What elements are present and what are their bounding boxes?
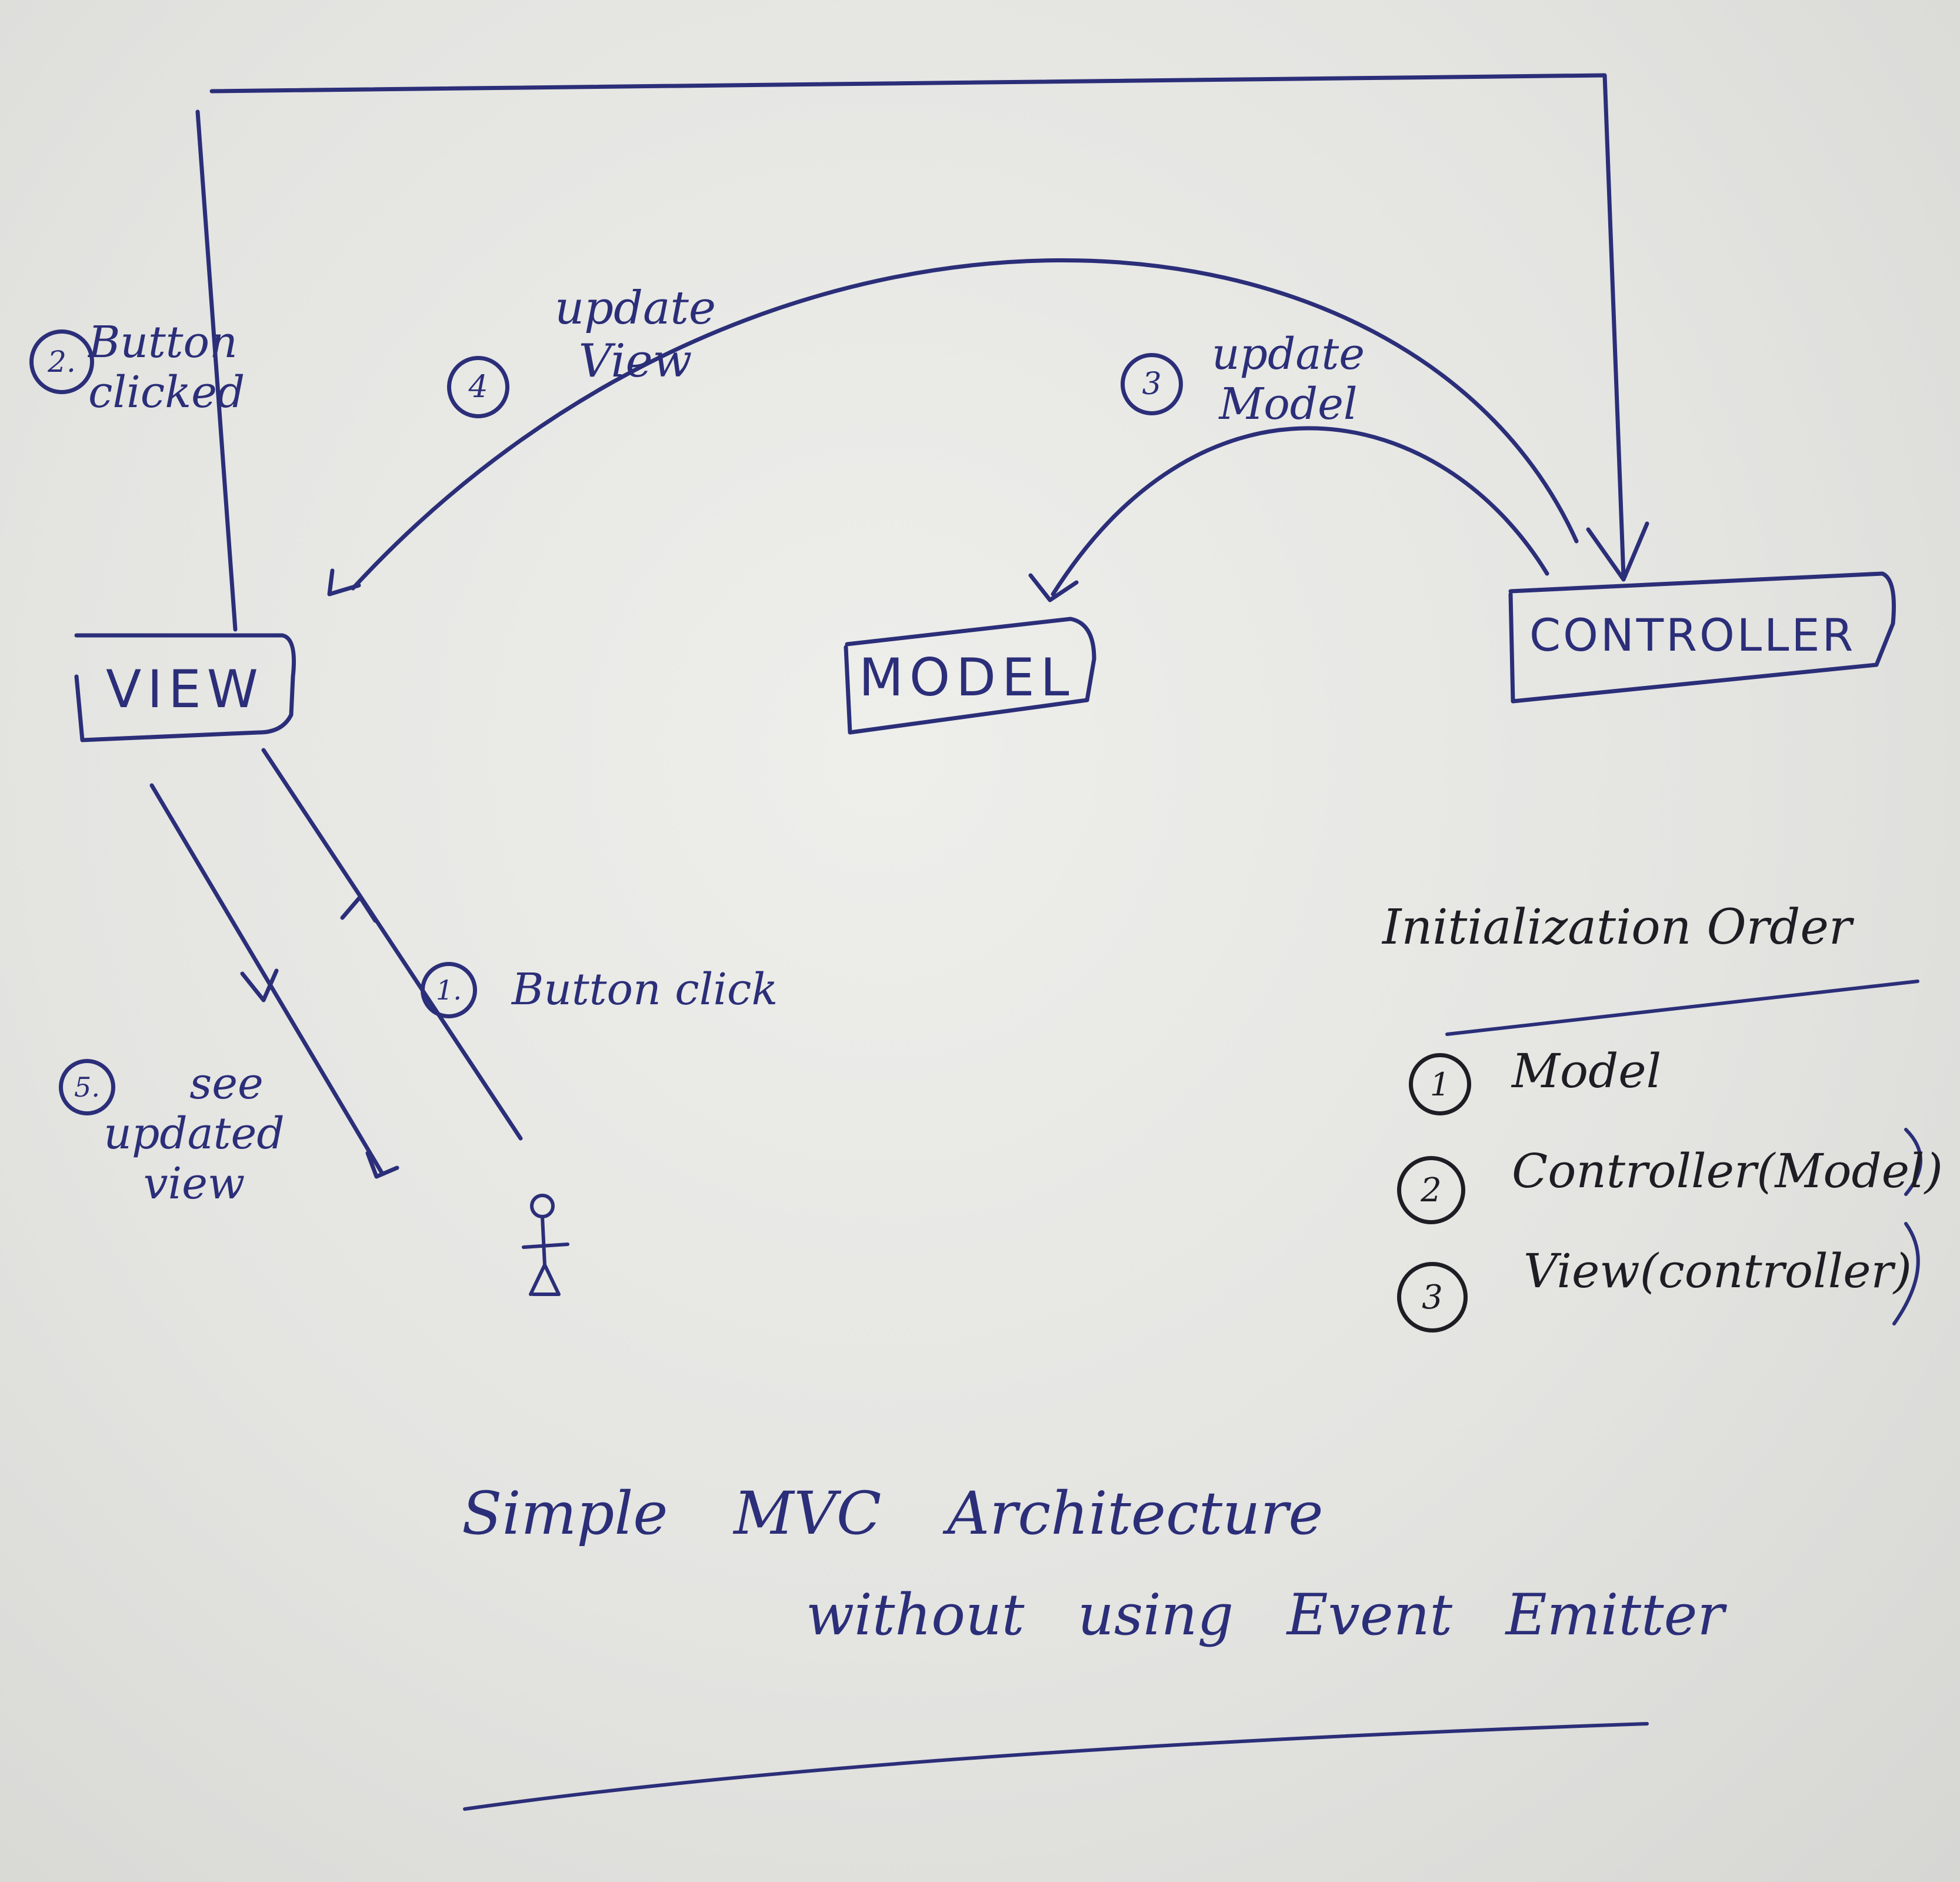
arrow-view-to-controller	[195, 73, 1626, 632]
step-5-label: see updated view	[104, 1058, 285, 1210]
init-heading-underline	[1445, 980, 1919, 1036]
init-item-2-badge: 2	[1397, 1156, 1465, 1224]
controller-box-label: CONTROLLER	[1529, 609, 1856, 661]
arrowhead-view-to-user-mid	[240, 968, 279, 1002]
arrowhead-view	[327, 568, 361, 597]
arrowhead-user-to-view	[340, 895, 378, 923]
arrow-update-view	[351, 258, 1579, 591]
step-1-label: Button click	[512, 964, 778, 1015]
step-4-label: update View	[554, 282, 716, 388]
bottom-rule	[463, 1722, 1649, 1811]
step-4-badge: 4	[447, 356, 509, 418]
arrow-user-to-view	[261, 748, 523, 1141]
init-heading: Initialization Order	[1382, 900, 1852, 955]
init-item-3-badge: 3	[1397, 1262, 1468, 1333]
init-bracket-2	[1904, 1128, 1922, 1196]
model-box-outline	[844, 617, 1096, 735]
init-item-3-label: View(controller)	[1524, 1244, 1912, 1298]
step-5-badge: 5.	[59, 1059, 115, 1115]
step-3-badge: 3	[1121, 353, 1183, 415]
arrowhead-view-to-user-end	[365, 1151, 399, 1179]
view-box-outline	[74, 633, 296, 742]
controller-box-outline	[1508, 571, 1896, 704]
arrow-update-model	[1051, 426, 1549, 597]
step-2-label: Button clicked	[88, 317, 245, 418]
arrow-view-to-user	[149, 783, 385, 1176]
step-2-badge: 2.	[29, 329, 94, 394]
step-3-label: update Model	[1211, 329, 1365, 430]
init-bracket-3	[1892, 1222, 1920, 1325]
init-item-1-label: Model	[1512, 1044, 1662, 1098]
arrowhead-controller-top	[1586, 521, 1649, 582]
init-item-2-label: Controller(Model)	[1512, 1144, 1943, 1198]
view-box-label: VIEW	[106, 659, 264, 720]
init-item-1-badge: 1	[1409, 1053, 1471, 1115]
step-1-badge: 1.	[421, 962, 477, 1018]
caption-line-2: without using Event Emitter	[806, 1582, 1725, 1648]
user-icon	[522, 1194, 569, 1296]
arrowhead-model	[1028, 573, 1079, 602]
model-box-label: MODEL	[859, 647, 1075, 708]
caption-line-1: Simple MVC Architecture	[462, 1479, 1324, 1548]
